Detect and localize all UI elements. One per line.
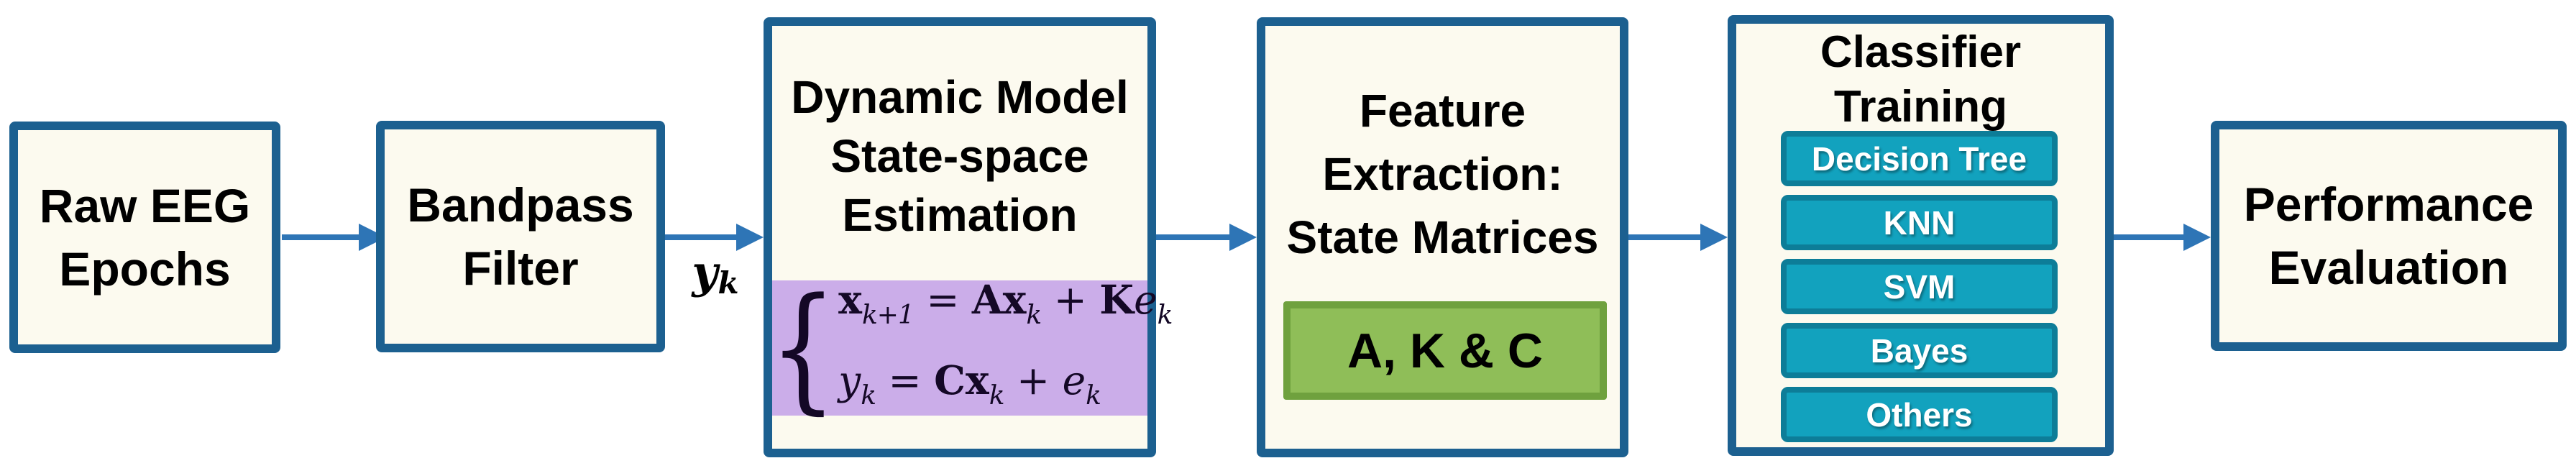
flow-node-performance-evaluation: Performance Evaluation <box>2211 121 2567 351</box>
node-label-line: Evaluation <box>2268 241 2509 294</box>
node-label-line: Dynamic Model <box>791 71 1129 123</box>
arrow-head-icon <box>2183 224 2211 251</box>
yk-subscript: k <box>718 265 739 301</box>
arrow-head-icon <box>1229 224 1257 251</box>
flow-node-dynamic-model-state-space-estimation: Dynamic Model State-space Estimation { x… <box>764 17 1173 457</box>
classifier-item-bayes: Bayes <box>1781 323 2058 378</box>
node-label-line: State-space <box>830 130 1089 182</box>
signal-label-yk: yk <box>667 246 764 301</box>
classifier-list: Decision Tree KNN SVM Bayes Others <box>1781 131 2058 442</box>
flow-arrow-3 <box>1156 224 1257 251</box>
flow-node-bandpass-filter: Bandpass Filter <box>376 121 665 352</box>
node-label-line: Training <box>1833 82 2008 132</box>
node-label-line: State Matrices <box>1286 211 1599 263</box>
equation-lines: xk+1 = Axk + Kek yk = Cxk + ek <box>838 267 1173 429</box>
arrow-head-icon <box>1700 224 1728 251</box>
node-label: Performance Evaluation <box>2244 173 2534 299</box>
node-label-line: Epochs <box>59 242 231 296</box>
flow-node-feature-extraction-state-matrices: Feature Extraction: State Matrices A, K … <box>1257 17 1628 457</box>
flow-arrow-2 <box>665 224 764 251</box>
classifier-item-svm: SVM <box>1781 259 2058 314</box>
flow-node-classifier-training: Classifier Training Decision Tree KNN SV… <box>1728 15 2114 456</box>
node-label: Dynamic Model State-space Estimation <box>772 68 1147 244</box>
state-matrices-chip: A, K & C <box>1283 301 1607 400</box>
flow-arrow-4 <box>1628 224 1728 251</box>
arrow-shaft <box>665 234 743 240</box>
equation-line-2: yk = Cxk + ek <box>838 357 1101 411</box>
flow-node-raw-eeg-epochs: Raw EEG Epochs <box>9 122 280 353</box>
equation-brace: { <box>769 268 838 428</box>
node-label-line: Performance <box>2243 178 2534 231</box>
arrow-head-icon <box>736 224 764 251</box>
node-label: Raw EEG Epochs <box>40 174 250 301</box>
node-label: Classifier Training <box>1736 25 2105 134</box>
node-label: Bandpass Filter <box>407 173 633 300</box>
yk-base: y <box>692 246 718 298</box>
arrow-shaft <box>2114 234 2191 240</box>
flow-arrow-1 <box>282 224 386 251</box>
classifier-item-others: Others <box>1781 387 2058 442</box>
node-label-line: Raw EEG <box>39 179 251 232</box>
node-label-line: Bandpass <box>407 178 634 232</box>
classifier-item-knn: KNN <box>1781 195 2058 250</box>
state-space-equations: { xk+1 = Axk + Kek yk = Cxk + ek <box>769 269 1173 427</box>
classifier-item-decision-tree: Decision Tree <box>1781 131 2058 186</box>
equation-line-1: xk+1 = Axk + Kek <box>838 276 1173 330</box>
flow-arrow-5 <box>2114 224 2211 251</box>
arrow-shaft <box>1156 234 1237 240</box>
node-label-line: Feature <box>1359 85 1526 137</box>
arrow-shaft <box>1628 234 1708 240</box>
node-label-line: Extraction: <box>1322 148 1563 200</box>
node-label: Feature Extraction: State Matrices <box>1265 79 1620 269</box>
node-label-line: Filter <box>462 242 579 295</box>
arrow-shaft <box>282 234 366 240</box>
node-label-line: Classifier <box>1820 27 2022 77</box>
node-label-line: Estimation <box>842 189 1078 241</box>
